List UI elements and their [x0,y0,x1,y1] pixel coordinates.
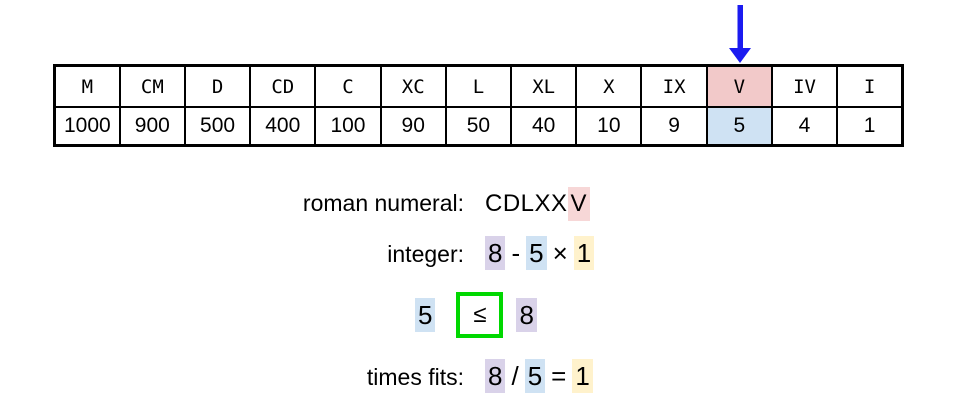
times-dividend: 8 [485,359,506,393]
value-cell-10: 5 [705,106,773,147]
times-fits-row: times fits: 8 / 5 = 1 [0,359,593,393]
integer-row: integer: 8 - 5 × 1 [0,236,595,270]
times-divisor: 5 [524,359,546,393]
minus-operator: - [511,238,521,268]
times-fits-label: times fits: [366,364,464,390]
comparison-row: 5 ≤ 8 [415,292,537,338]
equals-operator: = [551,361,567,391]
value-cell-9: 9 [640,106,708,147]
value-cell-12: 1 [836,106,904,147]
symbol-cell-8: X [575,64,643,108]
arrow-down-icon [729,5,751,63]
integer-minuend: 8 [485,236,506,270]
symbol-cell-11: IV [770,64,839,108]
pointer-arrow [727,5,753,63]
integer-label: integer: [387,241,464,267]
value-cell-7: 40 [510,106,578,147]
symbol-row: M CM D CD C XC L XL X IX V IV I [53,64,904,108]
value-cell-11: 4 [770,106,839,147]
value-cell-1: 900 [118,106,186,147]
symbol-cell-5: XC [379,64,447,108]
integer-multiplier: 1 [573,236,595,270]
less-equal-operator: ≤ [473,301,487,328]
symbol-cell-0: M [53,64,121,108]
divide-operator: / [511,361,519,391]
symbol-cell-2: D [183,64,252,108]
roman-symbol-value-table: M CM D CD C XC L XL X IX V IV I 1000 900… [53,64,904,147]
integer-subtrahend: 5 [526,236,547,270]
roman-current-symbol: V [567,187,591,221]
multiply-operator: × [552,238,568,268]
comparison-right-value: 8 [516,298,537,332]
symbol-cell-4: C [314,64,382,108]
roman-numeral-label: roman numeral: [302,190,464,216]
value-cell-5: 90 [379,106,447,147]
value-cell-2: 500 [183,106,252,147]
value-cell-6: 50 [444,106,513,147]
symbol-cell-1: CM [118,64,186,108]
roman-prefix: CDLXX [485,190,568,217]
value-cell-4: 100 [314,106,382,147]
times-fits-expression: 8 / 5 = 1 [485,359,593,393]
integer-expression: 8 - 5 × 1 [485,236,595,270]
value-cell-8: 10 [575,106,643,147]
value-row: 1000 900 500 400 100 90 50 40 10 9 5 4 1 [53,106,904,147]
symbol-cell-7: XL [510,64,578,108]
comparison-left-value: 5 [415,298,436,332]
symbol-cell-10: V [705,64,773,108]
symbol-cell-6: L [444,64,513,108]
symbol-cell-12: I [836,64,904,108]
symbol-cell-9: IX [640,64,708,108]
comparison-operator-box: ≤ [456,292,504,338]
symbol-cell-3: CD [249,64,317,108]
value-cell-0: 1000 [53,106,121,147]
times-result: 1 [572,359,593,393]
value-cell-3: 400 [249,106,317,147]
